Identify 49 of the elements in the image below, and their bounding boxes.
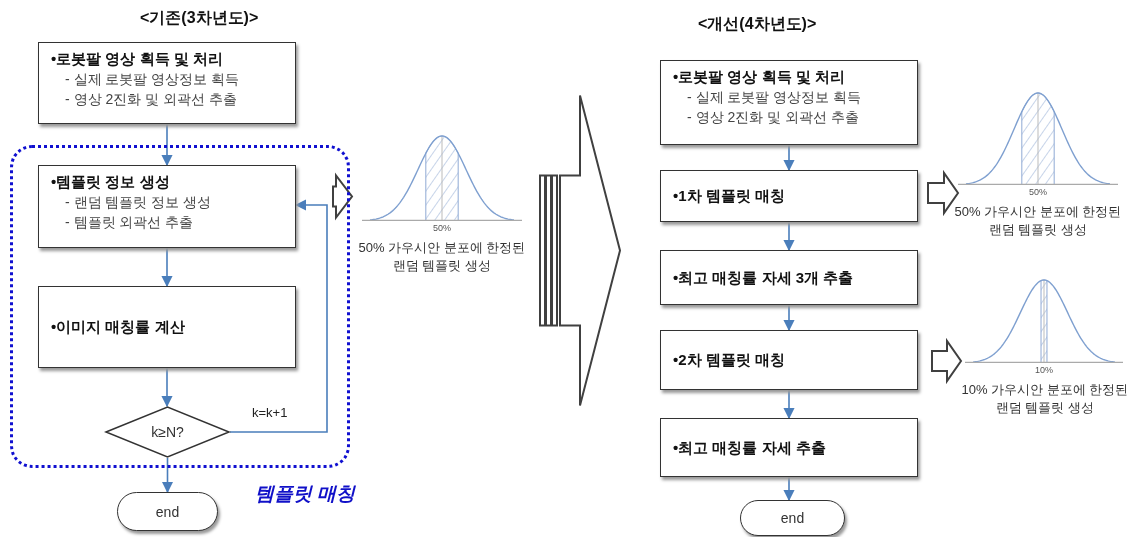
box-heading: •템플릿 정보 생성 (51, 172, 171, 192)
box-heading: •로봇팔 영상 획득 및 처리 (673, 67, 846, 87)
box-heading: •1차 템플릿 매칭 (673, 186, 786, 206)
block-arrow (332, 172, 354, 221)
arrow (161, 247, 173, 288)
process-box (660, 170, 918, 222)
edge-label: k=k+1 (250, 405, 290, 420)
box-item: - 랜덤 템플릿 정보 생성 (64, 193, 213, 212)
section-title: <개선(4차년도)> (698, 14, 817, 34)
arrow (783, 476, 795, 502)
group-label: 템플릿 매칭 (254, 482, 355, 506)
section-title: <기존(3차년도)> (140, 8, 259, 28)
arrow (161, 457, 174, 494)
terminator: end (117, 492, 218, 531)
axis-label: 50% (1029, 187, 1047, 197)
process-box (660, 60, 918, 145)
block-arrow (539, 94, 622, 407)
description-text: 50% 가우시안 분포에 한정된 랜덤 템플릿 생성 (953, 203, 1123, 239)
process-box (660, 250, 918, 305)
process-box (38, 165, 296, 248)
arrow (783, 221, 795, 252)
arrow (161, 123, 173, 167)
process-box (660, 418, 918, 477)
box-heading: •최고 매칭률 자세 3개 추출 (673, 267, 855, 288)
box-heading: •최고 매칭률 자세 추출 (673, 437, 827, 458)
process-box (38, 42, 296, 124)
axis-label: 10% (1035, 365, 1053, 375)
box-item: - 영상 2진화 및 외곽선 추출 (686, 108, 860, 127)
axis-label: 50% (433, 223, 451, 233)
box-item: - 영상 2진화 및 외곽선 추출 (64, 90, 238, 109)
box-item: - 실제 로봇팔 영상정보 획득 (686, 88, 863, 107)
arrow (783, 144, 795, 172)
box-item: - 실제 로봇팔 영상정보 획득 (64, 70, 241, 89)
block-arrow (927, 169, 960, 217)
box-heading: •이미지 매칭률 계산 (51, 317, 186, 337)
arrow (783, 389, 795, 420)
box-item: - 템플릿 외곽선 추출 (64, 213, 195, 232)
box-heading: •2차 템플릿 매칭 (673, 350, 786, 370)
arrow (161, 367, 173, 408)
box-heading: •로봇팔 영상 획득 및 처리 (51, 49, 224, 69)
arrow (783, 304, 795, 332)
condition-text: k≥N? (151, 424, 184, 440)
block-arrow (931, 337, 963, 385)
description-text: 10% 가우시안 분포에 한정된 랜덤 템플릿 생성 (960, 381, 1130, 417)
process-box (38, 286, 296, 368)
arrow (229, 199, 328, 433)
process-box (660, 330, 918, 390)
description-text: 50% 가우시안 분포에 한정된 랜덤 템플릿 생성 (357, 239, 527, 275)
terminator: end (740, 500, 845, 536)
